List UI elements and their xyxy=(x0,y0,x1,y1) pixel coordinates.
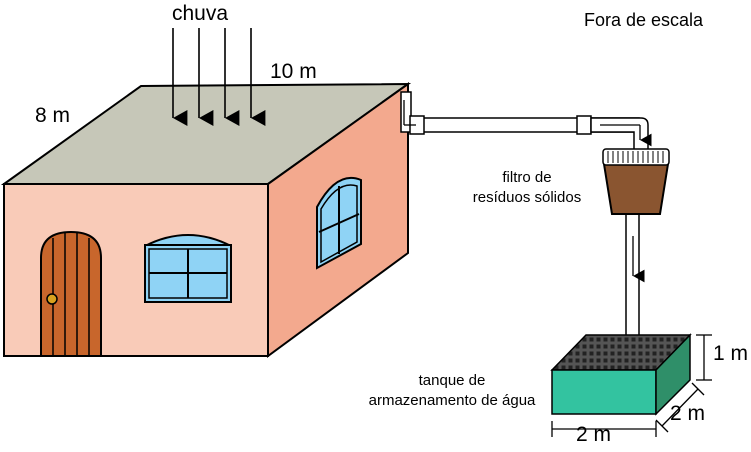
filter-label-line2: resíduos sólidos xyxy=(472,189,582,206)
gutter-drop xyxy=(400,91,412,133)
pipes xyxy=(400,91,652,353)
water-tank xyxy=(550,333,692,416)
filter-body xyxy=(602,163,670,215)
tank-side xyxy=(655,333,691,416)
tank-depth-label: 2 m xyxy=(670,402,706,425)
rain-arrows xyxy=(172,28,266,126)
front-window xyxy=(144,234,232,303)
pipe-joint xyxy=(576,115,592,135)
downpipe xyxy=(625,213,640,353)
house xyxy=(0,82,412,358)
tank-width-label: 2 m xyxy=(576,423,612,446)
filter-label-line1: filtro de xyxy=(502,169,552,186)
side-window xyxy=(316,176,362,270)
tank-label-line2: armazenamento de água xyxy=(368,392,536,409)
rain-label: chuva xyxy=(172,2,229,25)
filter xyxy=(602,148,670,215)
door-knob xyxy=(46,293,58,305)
tank-label: tanque de armazenamento de água xyxy=(362,371,542,411)
roof-length-label: 10 m xyxy=(270,60,317,83)
tank-label-line1: tanque de xyxy=(418,372,486,389)
tank-front xyxy=(551,369,657,415)
roof-width-label: 8 m xyxy=(35,104,71,127)
filter-label: filtro de resíduos sólidos xyxy=(452,168,602,208)
dimension-lines xyxy=(551,334,712,437)
door xyxy=(40,230,102,357)
tank-height-label: 1 m xyxy=(713,342,749,365)
pipe-elbow xyxy=(590,117,649,151)
scale-note: Fora de escala xyxy=(584,10,704,30)
depth-dimension xyxy=(661,388,699,427)
